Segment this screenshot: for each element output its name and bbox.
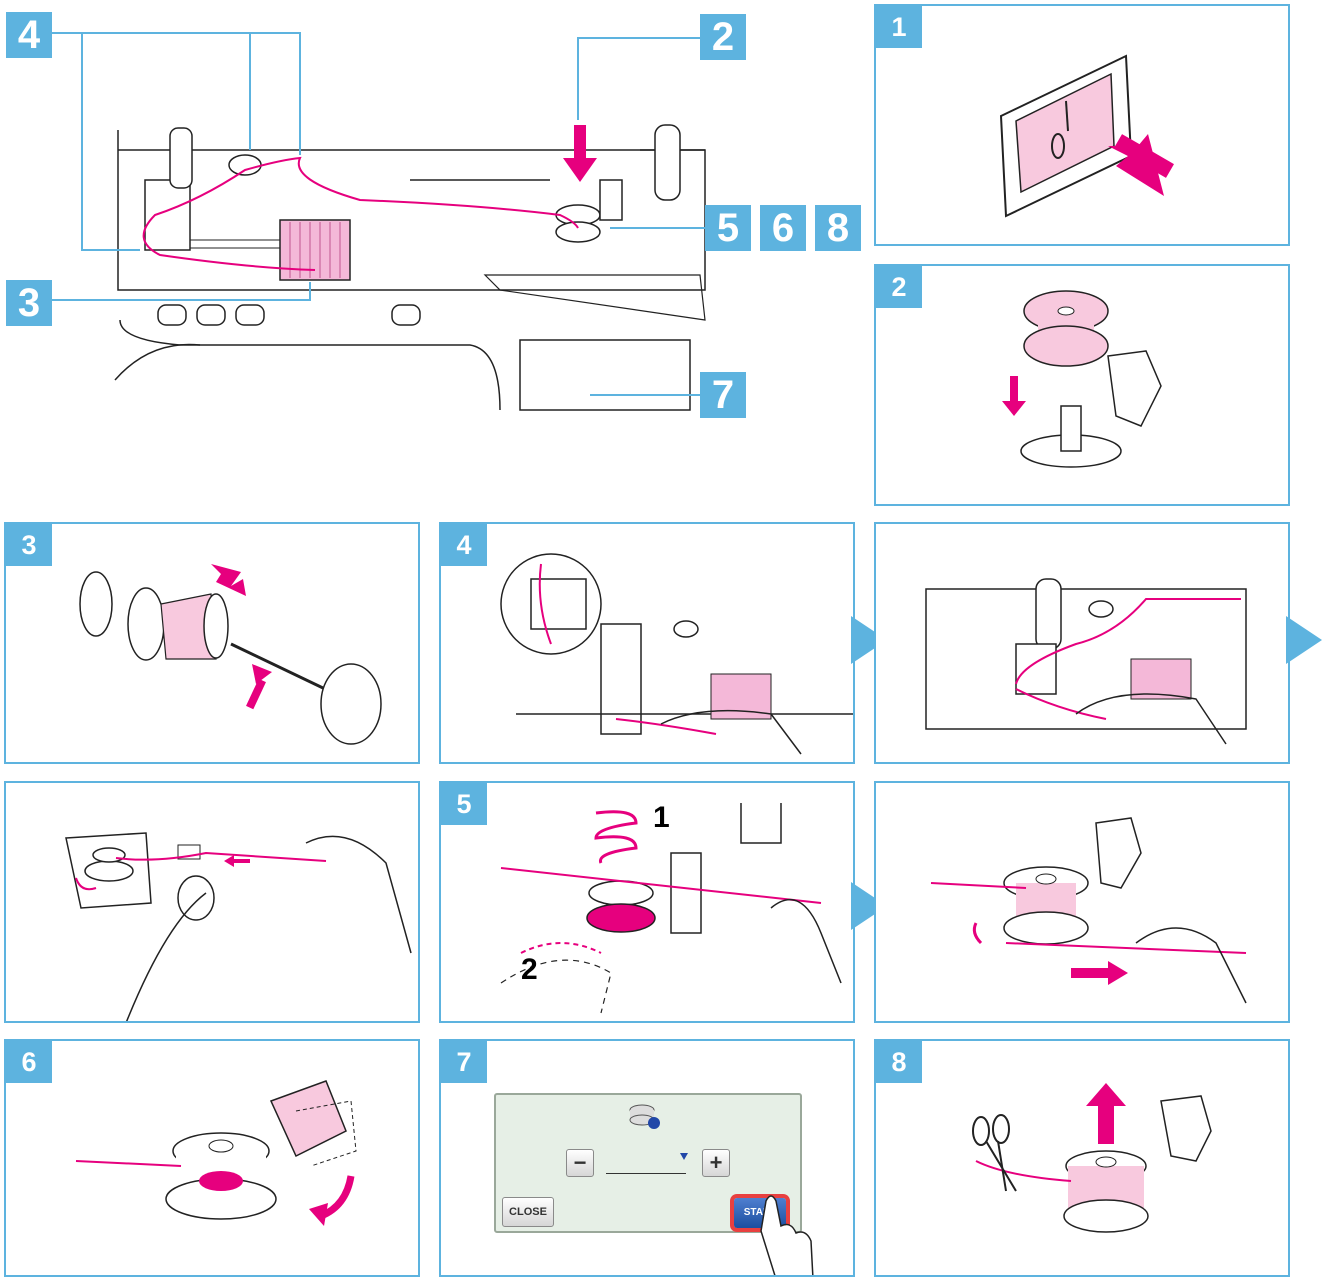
bobbin-winder-push-illustration <box>75 1080 357 1226</box>
step-number: 3 <box>6 524 52 566</box>
next-arrow-icon <box>1286 616 1322 664</box>
callout-2: 2 <box>700 14 746 60</box>
finger-tap-illustration <box>760 1195 814 1275</box>
callout-6: 6 <box>760 205 806 251</box>
panel-step-7: 7 − + CLOSE START <box>439 1039 855 1277</box>
step-number: 6 <box>6 1041 52 1083</box>
bobbin-thread-pull-illustration <box>930 817 1247 1004</box>
step-number: 4 <box>441 524 487 566</box>
speed-scale <box>606 1165 686 1174</box>
panel-step-2: 2 <box>874 264 1290 506</box>
panel-step-4b <box>874 522 1290 764</box>
sewing-machine-drawing <box>52 32 706 411</box>
sublabel-2: 2 <box>521 953 538 986</box>
speed-decrease-button[interactable]: − <box>566 1149 594 1177</box>
thread-guide-illustration <box>500 553 853 755</box>
bobbin-winding-illustration <box>500 803 842 1014</box>
callout-8: 8 <box>815 205 861 251</box>
callout-4: 4 <box>6 12 52 58</box>
step-number: 1 <box>876 6 922 48</box>
close-button[interactable]: CLOSE <box>502 1197 554 1227</box>
panel-step-6: 6 <box>4 1039 420 1277</box>
step-number: 8 <box>876 1041 922 1083</box>
thread-wrap-illustration <box>65 832 412 1021</box>
callout-7: 7 <box>700 372 746 418</box>
speed-increase-button[interactable]: + <box>702 1149 730 1177</box>
panel-step-5b <box>874 781 1290 1023</box>
overview-illustration: 4 2 3 5 6 8 7 <box>0 0 870 420</box>
spool-placement-illustration <box>79 564 382 745</box>
panel-step-1: 1 <box>874 4 1290 246</box>
panel-step-4c <box>4 781 420 1023</box>
panel-step-3: 3 <box>4 522 420 764</box>
panel-step-5: 5 1 2 <box>439 781 855 1023</box>
power-switch-illustration <box>999 54 1174 218</box>
step-number: 5 <box>441 783 487 825</box>
callout-3: 3 <box>6 280 52 326</box>
thread-guide-continued-illustration <box>925 578 1247 745</box>
speed-indicator-icon <box>680 1153 688 1160</box>
bobbin-placement-illustration <box>1002 290 1162 468</box>
step-number: 7 <box>441 1041 487 1083</box>
panel-step-8: 8 <box>874 1039 1290 1277</box>
panel-step-4: 4 <box>439 522 855 764</box>
sublabel-1: 1 <box>653 801 670 834</box>
step-number: 2 <box>876 266 922 308</box>
callout-5: 5 <box>705 205 751 251</box>
bobbin-icon <box>628 1103 660 1129</box>
winding-screen: − + CLOSE START <box>494 1093 802 1233</box>
bobbin-removal-illustration <box>972 1083 1212 1233</box>
